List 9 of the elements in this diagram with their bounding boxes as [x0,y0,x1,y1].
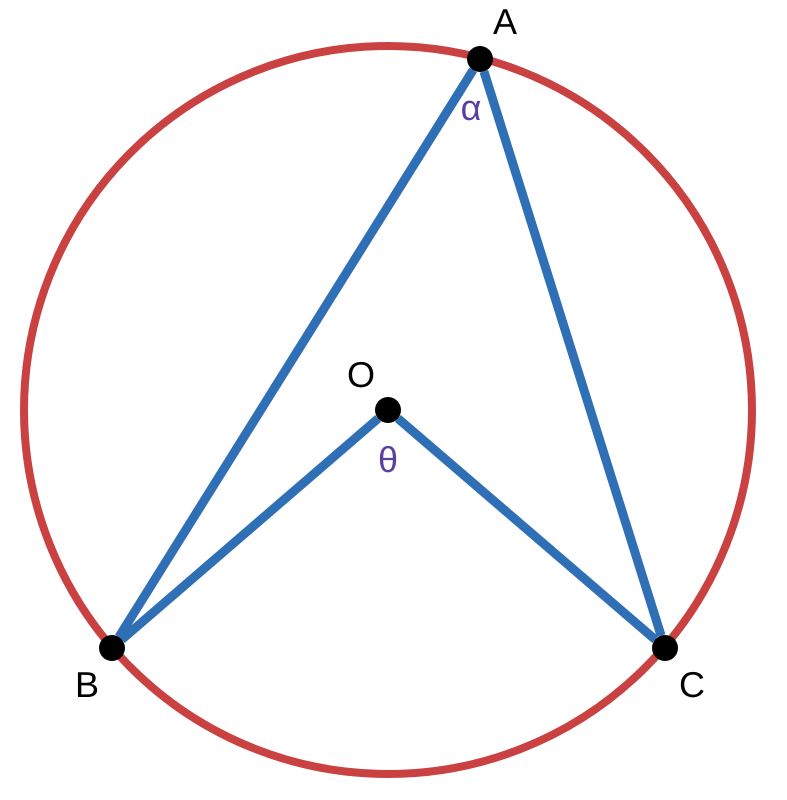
line-segment [394,415,658,643]
point-label: O [346,357,376,393]
angle-label: θ [376,442,400,478]
line-segment [480,70,666,637]
angle-label: α [460,90,482,126]
point-label: B [74,667,100,703]
line-segment [115,68,477,640]
point-label: C [678,667,706,703]
point-label: A [492,4,518,40]
